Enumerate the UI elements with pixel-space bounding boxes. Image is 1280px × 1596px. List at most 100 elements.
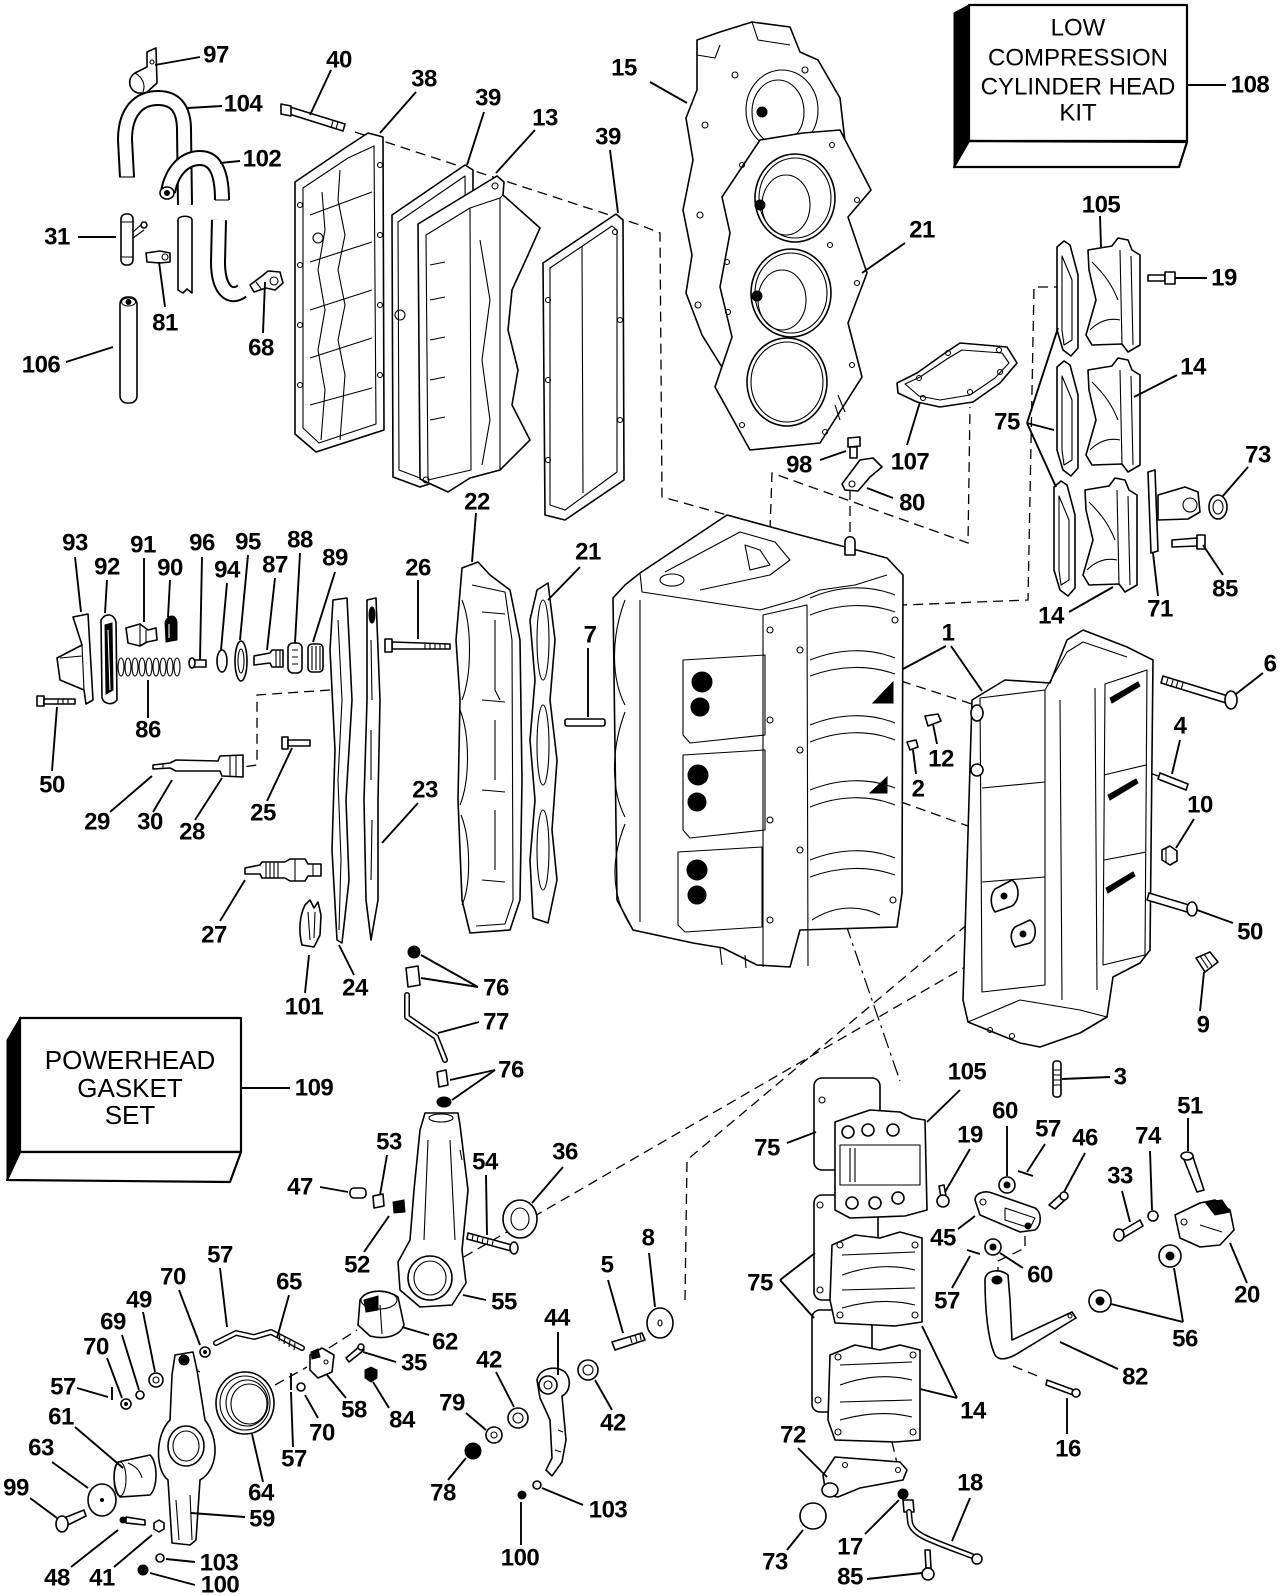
leader-line	[1026, 422, 1055, 431]
guide-line	[1012, 1365, 1041, 1378]
callout-number: 50	[39, 772, 65, 799]
cap-plug	[1208, 494, 1228, 520]
leader-line	[594, 1379, 613, 1411]
leader-line	[951, 1497, 971, 1542]
leader-line	[158, 261, 166, 308]
valve-seat	[287, 642, 303, 674]
leader-line	[401, 1326, 430, 1336]
leader-line	[379, 1154, 388, 1196]
leader-line	[51, 1461, 89, 1489]
kit-box-text: CYLINDER HEAD	[981, 74, 1176, 101]
leader-line	[420, 954, 479, 988]
guide-line	[449, 936, 1018, 1266]
kit-box-text: KIT	[1059, 100, 1097, 127]
valve-plunger	[253, 649, 284, 668]
stud-bolt	[611, 1332, 646, 1351]
leader-line	[199, 556, 203, 661]
retainer-plate	[1147, 469, 1201, 554]
callout-number: 17	[837, 1534, 863, 1561]
leader-line	[113, 1534, 153, 1568]
piston-rings	[215, 1371, 275, 1435]
plug	[1161, 845, 1178, 866]
flat-washer	[646, 1307, 674, 1339]
callout-number: 27	[201, 922, 227, 949]
fitting	[1195, 951, 1219, 973]
callout-number: 80	[899, 490, 925, 517]
thrust-washer	[502, 1199, 538, 1239]
leader-line	[1173, 1267, 1184, 1323]
callout-number: 15	[611, 55, 637, 82]
bracket-bolt-vertical	[1180, 1151, 1205, 1193]
thermostat-gasket	[100, 614, 118, 705]
leader-line	[999, 1252, 1024, 1269]
guide-line	[900, 801, 969, 827]
cotter-pin-and-washer	[290, 1373, 306, 1392]
guide-line	[354, 131, 768, 527]
bearing-retainer	[372, 1193, 385, 1209]
callout-number: 22	[464, 489, 490, 516]
kit-box-powerhead-gasket-set: POWERHEAD GASKET SET	[5, 1016, 243, 1184]
callout-number: 45	[930, 1225, 956, 1252]
callout-number: 31	[44, 224, 70, 251]
callout-number: 52	[344, 1252, 370, 1279]
solenoid-bracket	[1174, 1199, 1235, 1248]
callout-number: 5	[601, 1252, 614, 1279]
callout-number: 85	[837, 1564, 863, 1591]
callout-number: 19	[1211, 265, 1237, 292]
callout-number: 94	[214, 557, 241, 584]
leader-line	[607, 1279, 624, 1334]
callout-number: 77	[483, 1009, 509, 1036]
connecting-rod	[397, 1112, 469, 1308]
cylinder-head-gasket	[529, 582, 558, 924]
leader-line	[1121, 1190, 1131, 1223]
leader-line	[178, 1289, 201, 1346]
callout-number: 68	[248, 335, 274, 362]
leader-line	[1133, 374, 1178, 398]
hose-straight	[177, 215, 193, 294]
leader-line	[381, 802, 419, 844]
callout-number: 10	[1187, 792, 1213, 819]
callout-number: 1	[942, 620, 955, 647]
callout-number: 102	[243, 146, 282, 173]
callout-number: 50	[1237, 919, 1263, 946]
hose-fitting	[249, 270, 284, 293]
small-bolt	[119, 1516, 146, 1526]
leader-line	[152, 779, 173, 813]
leader-line	[51, 706, 58, 772]
callout-number: 54	[472, 1149, 499, 1176]
callout-number: 26	[405, 555, 431, 582]
leader-line	[779, 1279, 815, 1319]
leader-line	[149, 1572, 196, 1586]
cover-bolt	[36, 695, 76, 707]
cover-bolt-lower	[1146, 892, 1198, 917]
leader-line	[220, 582, 228, 651]
seal-ring	[234, 640, 248, 682]
callout-number: 3	[1114, 1064, 1127, 1091]
callout-number: 25	[250, 800, 276, 827]
leader-line	[495, 1371, 515, 1408]
link-rod-assembly	[404, 945, 452, 1108]
reed-block-middle	[829, 1231, 923, 1327]
callout-number: 55	[491, 1289, 517, 1316]
tee-fitting	[120, 213, 148, 266]
callout-number: 57	[50, 1374, 76, 1401]
callout-number: 33	[1107, 1163, 1133, 1190]
leader-line	[104, 579, 108, 614]
hex-nut	[153, 1519, 165, 1533]
leader-line	[547, 566, 581, 601]
leader-line	[420, 977, 479, 988]
callout-number: 36	[552, 1139, 578, 1166]
leader-line	[866, 487, 894, 499]
leader-line	[294, 552, 301, 644]
callout-number: 90	[157, 555, 183, 582]
callout-number: 24	[342, 975, 369, 1002]
callout-number: 70	[83, 1334, 109, 1361]
leader-line	[304, 954, 310, 994]
callout-number: 76	[483, 975, 509, 1002]
leader-line	[950, 645, 983, 692]
needle-bearing-cage	[349, 1187, 367, 1199]
bracket-screw	[1113, 1219, 1144, 1242]
callout-number: 30	[137, 809, 163, 836]
callout-number: 87	[262, 552, 288, 579]
